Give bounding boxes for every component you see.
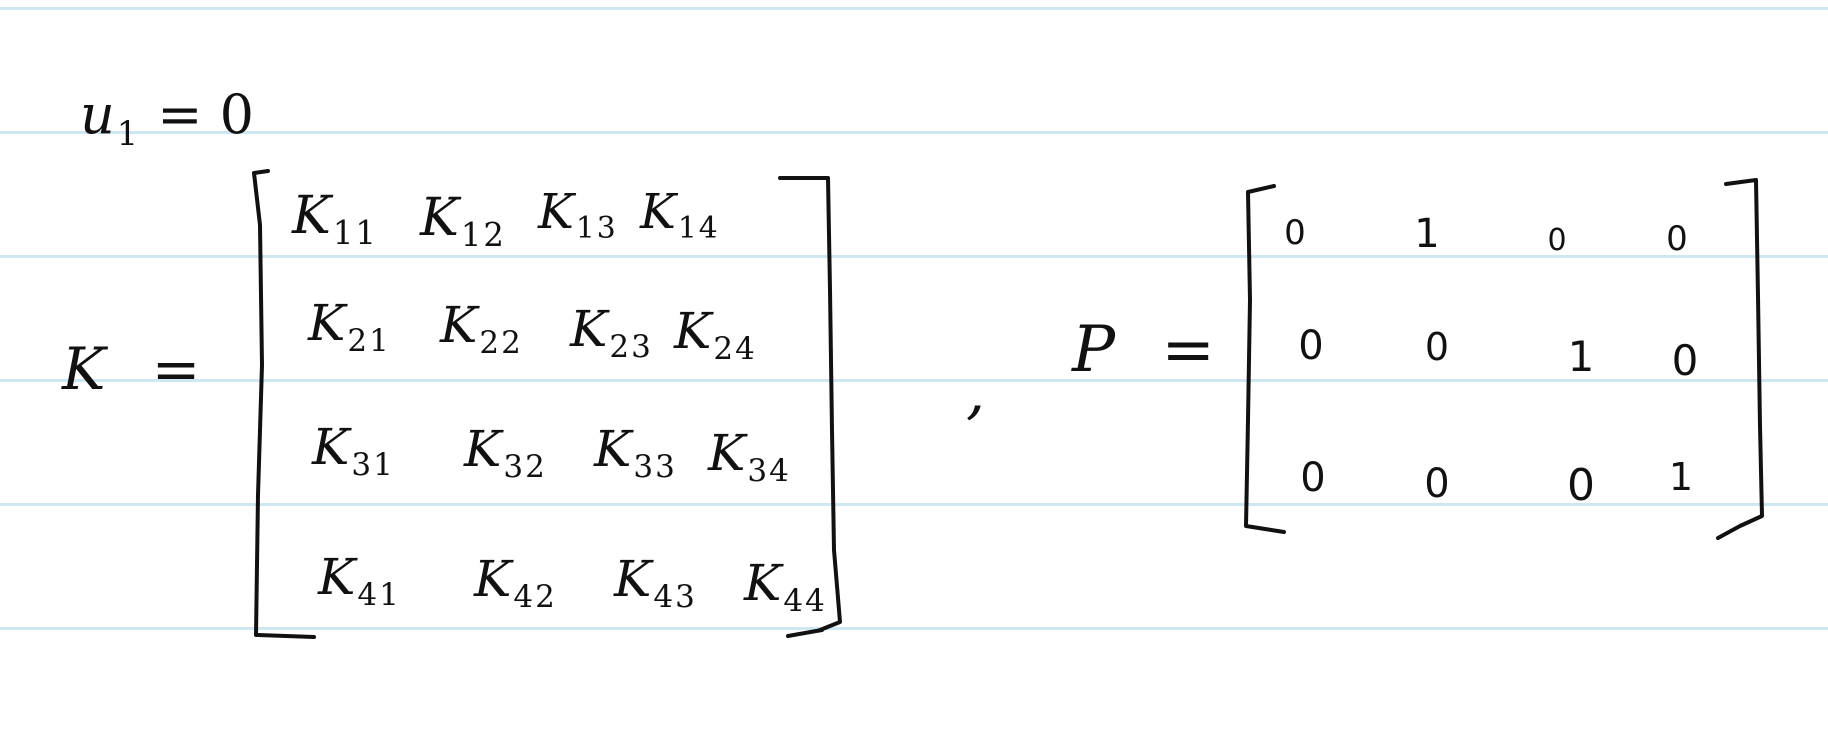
k-entry-42: K42: [474, 554, 557, 613]
k-entry-symbol: K: [308, 294, 346, 352]
k-entry-symbol: K: [570, 300, 608, 358]
p-entry-3-2: 0: [1424, 461, 1450, 507]
constraint-rhs: 0: [219, 83, 255, 146]
k-label-symbol: K: [62, 335, 106, 403]
k-label: K =: [62, 340, 200, 398]
p-entry-2-1: 0: [1298, 323, 1324, 369]
k-entry-index: 41: [357, 576, 401, 613]
ruled-line: [0, 627, 1828, 630]
p-equals: =: [1161, 313, 1216, 387]
k-entry-symbol: K: [292, 186, 331, 246]
k-entry-32: K32: [464, 424, 547, 483]
k-right-bracket: [778, 176, 842, 638]
k-entry-44: K44: [744, 558, 827, 617]
k-entry-11: K11: [292, 190, 378, 250]
p-entry-2-4: 0: [1671, 336, 1699, 385]
k-entry-symbol: K: [312, 418, 350, 476]
p-entry-2-3: 1: [1567, 332, 1595, 381]
k-entry-34: K34: [708, 428, 791, 487]
k-entry-index: 23: [609, 328, 653, 365]
k-entry-symbol: K: [614, 550, 652, 608]
k-entry-index: 44: [783, 582, 827, 619]
k-entry-symbol: K: [474, 550, 512, 608]
k-entry-14: K14: [640, 188, 720, 244]
k-entry-index: 21: [347, 322, 391, 359]
k-entry-43: K43: [614, 554, 697, 613]
p-entry-1-3: 0: [1547, 223, 1567, 258]
k-entry-13: K13: [538, 188, 618, 244]
constraint-equation: u1 = 0: [80, 88, 254, 150]
k-entry-index: 42: [513, 578, 557, 615]
k-entry-index: 33: [633, 448, 677, 485]
matrix-separator-comma: ,: [966, 357, 986, 427]
p-entry-2-2: 0: [1424, 325, 1450, 369]
ruled-line: [0, 379, 1828, 382]
constraint-lhs-subscript: 1: [116, 113, 141, 153]
p-entry-3-4: 1: [1668, 455, 1694, 499]
k-entry-index: 12: [460, 216, 506, 255]
p-entry-1-1: 0: [1284, 213, 1306, 253]
k-entry-symbol: K: [640, 184, 676, 240]
k-entry-22: K22: [440, 300, 523, 359]
ruled-line: [0, 255, 1828, 258]
ruled-line: [0, 503, 1828, 506]
k-entry-symbol: K: [708, 424, 746, 482]
k-entry-index: 11: [332, 214, 378, 253]
k-entry-31: K31: [312, 422, 395, 481]
k-entry-index: 31: [351, 446, 395, 483]
k-entry-index: 14: [677, 211, 720, 247]
k-entry-33: K33: [594, 424, 677, 483]
k-entry-21: K21: [308, 298, 391, 357]
p-entry-3-1: 0: [1300, 455, 1326, 501]
k-entry-symbol: K: [440, 296, 478, 354]
constraint-lhs: u: [80, 83, 115, 146]
k-entry-symbol: K: [538, 184, 574, 240]
p-entry-1-4: 0: [1666, 219, 1688, 259]
k-entry-symbol: K: [420, 188, 459, 248]
p-label-symbol: P: [1072, 313, 1116, 387]
p-right-bracket: [1716, 178, 1764, 540]
k-entry-symbol: K: [464, 420, 502, 478]
k-entry-24: K24: [674, 306, 757, 365]
k-entry-41: K41: [318, 552, 401, 611]
k-entry-index: 13: [575, 211, 618, 247]
constraint-equals: =: [157, 83, 203, 146]
k-entry-symbol: K: [744, 554, 782, 612]
p-entry-3-3: 0: [1567, 460, 1595, 511]
p-left-bracket: [1244, 184, 1286, 534]
k-entry-symbol: K: [318, 548, 356, 606]
k-entry-index: 43: [653, 578, 697, 615]
k-entry-12: K12: [420, 192, 506, 252]
k-entry-index: 22: [479, 324, 523, 361]
p-label: P =: [1072, 318, 1215, 382]
k-entry-symbol: K: [594, 420, 632, 478]
k-equals: =: [151, 335, 201, 403]
k-entry-23: K23: [570, 304, 653, 363]
k-entry-index: 24: [713, 330, 757, 367]
p-entry-1-2: 1: [1414, 211, 1440, 257]
ruled-line: [0, 7, 1828, 10]
k-entry-symbol: K: [674, 302, 712, 360]
k-left-bracket: [252, 169, 316, 639]
k-entry-index: 34: [747, 452, 791, 489]
ruled-line: [0, 131, 1828, 134]
k-entry-index: 32: [503, 448, 547, 485]
